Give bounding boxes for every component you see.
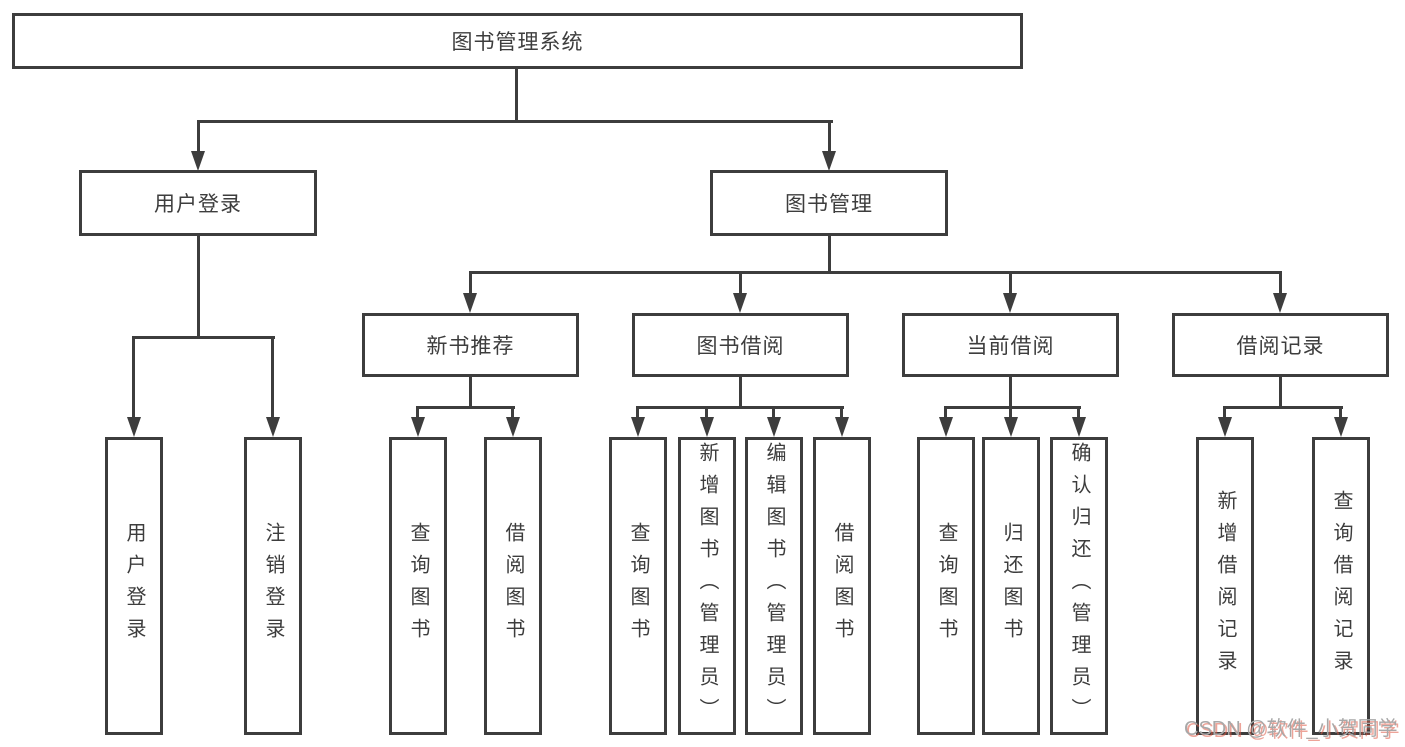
connector-vline xyxy=(828,120,831,153)
node-borrow-records: 借阅记录 xyxy=(1172,313,1389,377)
node-label: 图书借阅 xyxy=(696,335,785,358)
connector-vline xyxy=(1009,271,1012,295)
arrowhead-down-icon xyxy=(411,417,425,437)
leaf-node-query-books-borrow: 查询图书 xyxy=(609,437,667,735)
arrowhead-down-icon xyxy=(822,151,836,171)
leaf-node-add-borrow-record: 新增借阅记录 xyxy=(1196,437,1254,735)
arrowhead-down-icon xyxy=(1334,417,1348,437)
connector-vline xyxy=(739,377,742,406)
arrowhead-down-icon xyxy=(1072,417,1086,437)
connector-vline xyxy=(197,120,200,153)
connector-hline xyxy=(469,271,1282,274)
connector-vline xyxy=(944,406,947,419)
connector-hline xyxy=(636,406,844,409)
connector-vline xyxy=(1279,377,1282,406)
connector-vline xyxy=(772,406,775,419)
connector-hline xyxy=(132,336,275,339)
node-user-login-branch: 用户登录 xyxy=(79,170,317,236)
arrowhead-down-icon xyxy=(700,417,714,437)
leaf-node-logout: 注销登录 xyxy=(244,437,302,735)
connector-vline xyxy=(828,236,831,271)
connector-vline xyxy=(1339,406,1342,419)
connector-vline xyxy=(416,406,419,419)
arrowhead-down-icon xyxy=(1273,293,1287,313)
leaf-label: 查询图书 xyxy=(935,522,957,650)
node-root-system: 图书管理系统 xyxy=(12,13,1023,69)
arrowhead-down-icon xyxy=(1218,417,1232,437)
leaf-label: 新增借阅记录 xyxy=(1214,490,1236,682)
leaf-node-edit-books-admin: 编辑图书（管理员） xyxy=(745,437,803,735)
leaf-label: 用户登录 xyxy=(123,522,145,650)
node-label: 图书管理 xyxy=(785,193,873,216)
connector-hline xyxy=(944,406,1081,409)
connector-vline xyxy=(271,336,274,417)
arrowhead-down-icon xyxy=(1003,293,1017,313)
arrowhead-down-icon xyxy=(506,417,520,437)
arrowhead-down-icon xyxy=(631,417,645,437)
connector-vline xyxy=(197,236,200,336)
leaf-node-return-books: 归还图书 xyxy=(982,437,1040,735)
arrowhead-down-icon xyxy=(127,417,141,437)
leaf-node-add-books-admin: 新增图书（管理员） xyxy=(678,437,736,735)
connector-vline xyxy=(1279,271,1282,295)
connector-vline xyxy=(636,406,639,419)
csdn-watermark: CSDN @软件_小贺同学 xyxy=(1184,718,1398,740)
leaf-label: 查询图书 xyxy=(407,522,429,650)
connector-vline xyxy=(840,406,843,419)
node-book-management-branch: 图书管理 xyxy=(710,170,948,236)
arrowhead-down-icon xyxy=(733,293,747,313)
leaf-label: 借阅图书 xyxy=(831,522,853,650)
arrowhead-down-icon xyxy=(463,293,477,313)
node-label: 新书推荐 xyxy=(426,335,515,358)
node-book-borrow: 图书借阅 xyxy=(632,313,849,377)
connector-vline xyxy=(132,336,135,417)
node-label: 用户登录 xyxy=(154,193,242,216)
leaf-label: 注销登录 xyxy=(262,522,284,650)
leaf-label: 新增图书（管理员） xyxy=(696,442,718,730)
connector-vline xyxy=(469,377,472,406)
arrowhead-down-icon xyxy=(1004,417,1018,437)
node-new-book-recommend: 新书推荐 xyxy=(362,313,579,377)
connector-vline xyxy=(511,406,514,419)
connector-vline xyxy=(705,406,708,419)
node-current-borrow: 当前借阅 xyxy=(902,313,1119,377)
connector-vline xyxy=(1077,406,1080,419)
leaf-node-confirm-return-admin: 确认归还（管理员） xyxy=(1050,437,1108,735)
arrowhead-down-icon xyxy=(266,417,280,437)
connector-vline xyxy=(515,69,518,123)
connector-vline xyxy=(469,271,472,295)
connector-hline xyxy=(1223,406,1343,409)
connector-vline xyxy=(1223,406,1226,419)
leaf-node-borrow-books: 借阅图书 xyxy=(813,437,871,735)
connector-hline xyxy=(197,120,833,123)
connector-vline xyxy=(1009,406,1012,419)
node-label: 当前借阅 xyxy=(966,335,1055,358)
leaf-node-user-login: 用户登录 xyxy=(105,437,163,735)
leaf-label: 查询图书 xyxy=(627,522,649,650)
leaf-node-query-borrow-record: 查询借阅记录 xyxy=(1312,437,1370,735)
leaf-label: 查询借阅记录 xyxy=(1330,490,1352,682)
connector-hline xyxy=(416,406,515,409)
arrowhead-down-icon xyxy=(767,417,781,437)
leaf-node-query-books-recommend: 查询图书 xyxy=(389,437,447,735)
node-label: 借阅记录 xyxy=(1236,335,1325,358)
leaf-label: 归还图书 xyxy=(1000,522,1022,650)
node-root-label: 图书管理系统 xyxy=(451,31,584,54)
leaf-label: 借阅图书 xyxy=(502,522,524,650)
connector-vline xyxy=(1009,377,1012,406)
leaf-node-query-books-current: 查询图书 xyxy=(917,437,975,735)
arrowhead-down-icon xyxy=(939,417,953,437)
connector-vline xyxy=(739,271,742,295)
arrowhead-down-icon xyxy=(191,151,205,171)
leaf-label: 确认归还（管理员） xyxy=(1068,442,1090,730)
arrowhead-down-icon xyxy=(835,417,849,437)
leaf-label: 编辑图书（管理员） xyxy=(763,442,785,730)
leaf-node-borrow-books-recommend: 借阅图书 xyxy=(484,437,542,735)
